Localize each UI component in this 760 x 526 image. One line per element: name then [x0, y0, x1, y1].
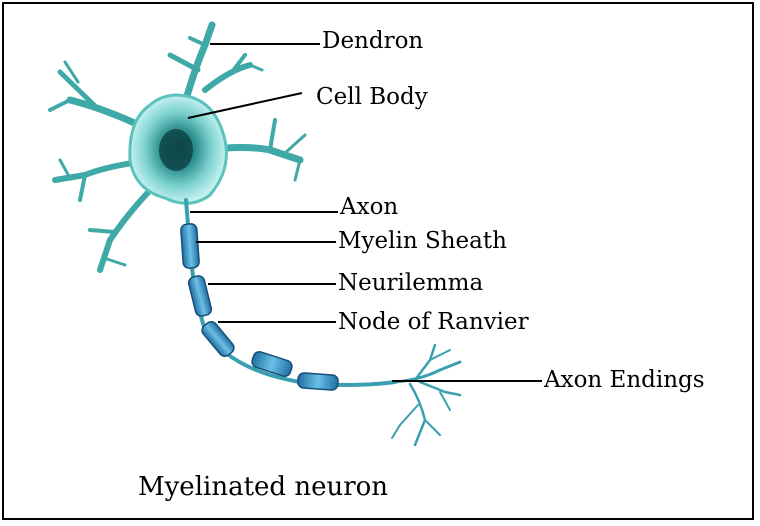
- label-myelin-sheath: Myelin Sheath: [338, 230, 507, 253]
- label-axon: Axon: [340, 196, 398, 219]
- label-neurilemma: Neurilemma: [338, 272, 483, 295]
- axon-endings: [392, 345, 460, 445]
- label-cell-body: Cell Body: [316, 86, 428, 109]
- label-dendron: Dendron: [322, 30, 423, 53]
- myelin-sheath: [180, 223, 338, 390]
- label-node-of-ranvier: Node of Ranvier: [338, 311, 529, 334]
- label-axon-endings: Axon Endings: [544, 369, 705, 392]
- cell-body: [130, 95, 227, 203]
- diagram-caption: Myelinated neuron: [138, 474, 388, 500]
